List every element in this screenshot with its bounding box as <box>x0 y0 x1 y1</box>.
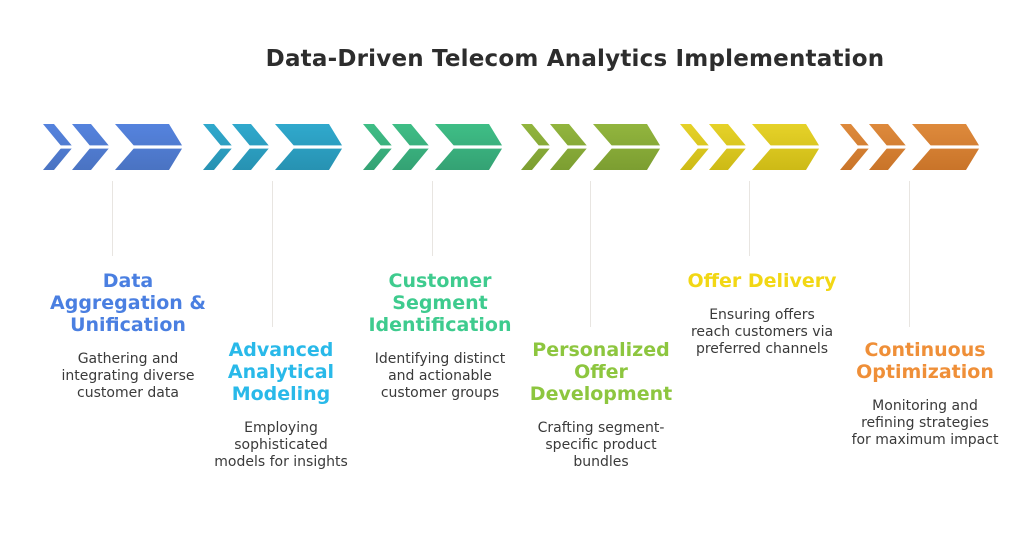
stage-description: Gathering and integrating diverse custom… <box>61 351 195 401</box>
stage-description: Ensuring offers reach customers via pref… <box>690 307 834 357</box>
chevron-arrow-icon <box>363 124 503 170</box>
stage-5: Offer Delivery Ensuring offers reach cus… <box>680 122 837 522</box>
chevron-arrow-icon <box>840 124 980 170</box>
arrow-divider-stripe <box>43 145 183 149</box>
page-title: Data-Driven Telecom Analytics Implementa… <box>265 46 885 72</box>
chevron-arrow-icon <box>43 124 183 170</box>
stage-description: Crafting segment- specific product bundl… <box>537 420 665 470</box>
arrow-divider-stripe <box>840 145 980 149</box>
stage-title: Personalized Offer Development <box>529 339 673 405</box>
stage-1: Data Aggregation & Unification Gathering… <box>43 122 206 522</box>
stage-2: Advanced Analytical Modeling Employing s… <box>203 122 348 522</box>
chevron-arrow-icon <box>521 124 661 170</box>
connector-line <box>749 181 750 256</box>
connector-line <box>272 181 273 327</box>
arrow-divider-stripe <box>521 145 661 149</box>
connector-line <box>909 181 910 327</box>
stage-text: Continuous Optimization Monitoring and r… <box>833 339 1017 449</box>
stage-title: Continuous Optimization <box>856 339 994 383</box>
arrow-divider-stripe <box>680 145 820 149</box>
stage-title: Advanced Analytical Modeling <box>227 339 335 405</box>
connector-line <box>432 181 433 256</box>
stage-description: Employing sophisticated models for insig… <box>214 420 348 470</box>
chevron-arrow-icon <box>203 124 343 170</box>
connector-line <box>112 181 113 256</box>
stage-text: Data Aggregation & Unification Gathering… <box>36 270 220 402</box>
connector-line <box>590 181 591 327</box>
stage-description: Identifying distinct and actionable cust… <box>374 351 506 401</box>
stage-text: Personalized Offer Development Crafting … <box>509 339 693 471</box>
arrow-divider-stripe <box>203 145 343 149</box>
stage-title: Offer Delivery <box>687 270 837 292</box>
stage-description: Monitoring and refining strategies for m… <box>851 398 999 448</box>
arrow-divider-stripe <box>363 145 503 149</box>
stage-text: Customer Segment Identification Identify… <box>348 270 532 402</box>
stage-text: Offer Delivery Ensuring offers reach cus… <box>670 270 854 358</box>
stage-text: Advanced Analytical Modeling Employing s… <box>189 339 373 471</box>
stage-title: Customer Segment Identification <box>368 270 512 336</box>
stage-4: Personalized Offer Development Crafting … <box>521 122 672 522</box>
stage-3: Customer Segment Identification Identify… <box>363 122 512 522</box>
stage-title: Data Aggregation & Unification <box>50 270 206 336</box>
chevron-arrow-icon <box>680 124 820 170</box>
stage-6: Continuous Optimization Monitoring and r… <box>840 122 998 522</box>
